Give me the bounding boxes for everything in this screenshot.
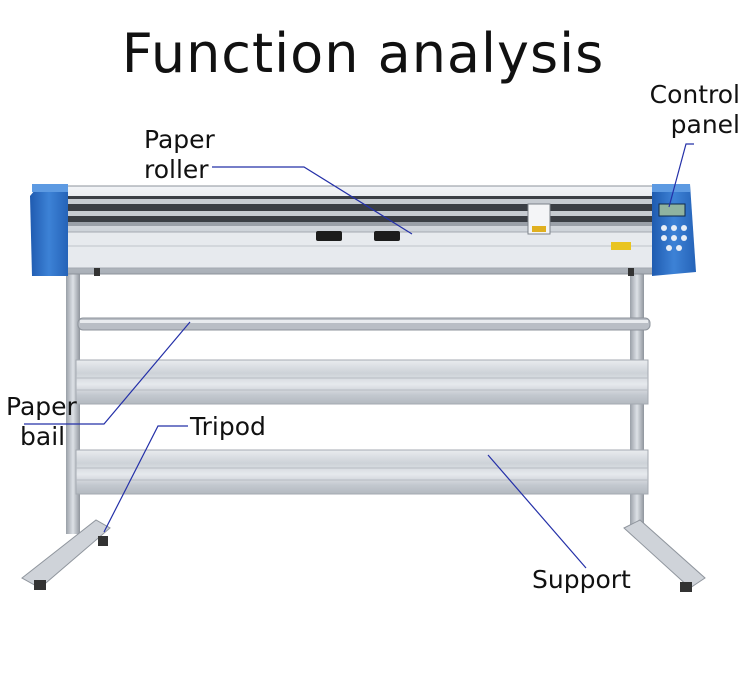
tripod-leader <box>103 425 188 533</box>
support-panels <box>75 359 649 495</box>
plotter-body <box>59 185 661 276</box>
control-panel-leader <box>668 143 694 208</box>
paper-roller-leader <box>212 166 413 235</box>
paper-bail-bar <box>77 317 651 331</box>
end-caps <box>30 184 696 276</box>
page-title: Function analysis <box>121 22 605 85</box>
label-control-panel: Control panel <box>649 80 740 139</box>
label-paper-roller: Paper roller <box>144 125 215 184</box>
label-support: Support <box>532 565 631 594</box>
paper-bail-leader <box>24 321 191 425</box>
leader-lines <box>24 143 694 569</box>
label-paper-bail: Paper bail <box>6 392 77 451</box>
label-tripod: Tripod <box>190 412 266 441</box>
support-leader <box>487 454 587 569</box>
